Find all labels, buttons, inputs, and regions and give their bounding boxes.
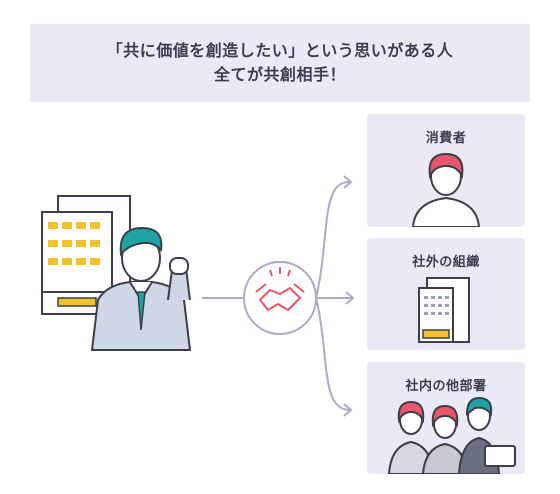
card-external-org: 社外の組織 — [367, 238, 525, 350]
team-icon — [387, 396, 516, 474]
header-banner: 「共に価値を創造したい」という思いがある人 全てが共創相手！ — [30, 24, 530, 102]
woman-icon — [411, 152, 481, 227]
card-consumer-label: 消費者 — [425, 131, 467, 146]
handshake-icon — [243, 261, 317, 335]
header-line-1: 「共に価値を創造したい」という思いがある人 — [106, 41, 454, 60]
card-internal-dept-label: 社内の他部署 — [405, 379, 487, 394]
connector-lines — [202, 180, 352, 411]
header-line-2: 全てが共創相手！ — [213, 65, 346, 84]
card-external-org-label: 社外の組織 — [412, 255, 480, 270]
card-consumer: 消費者 — [367, 114, 525, 227]
businessman-icon — [90, 226, 192, 351]
building-icon — [418, 277, 470, 343]
card-internal-dept: 社内の他部署 — [367, 362, 525, 474]
arrowheads — [343, 175, 355, 417]
